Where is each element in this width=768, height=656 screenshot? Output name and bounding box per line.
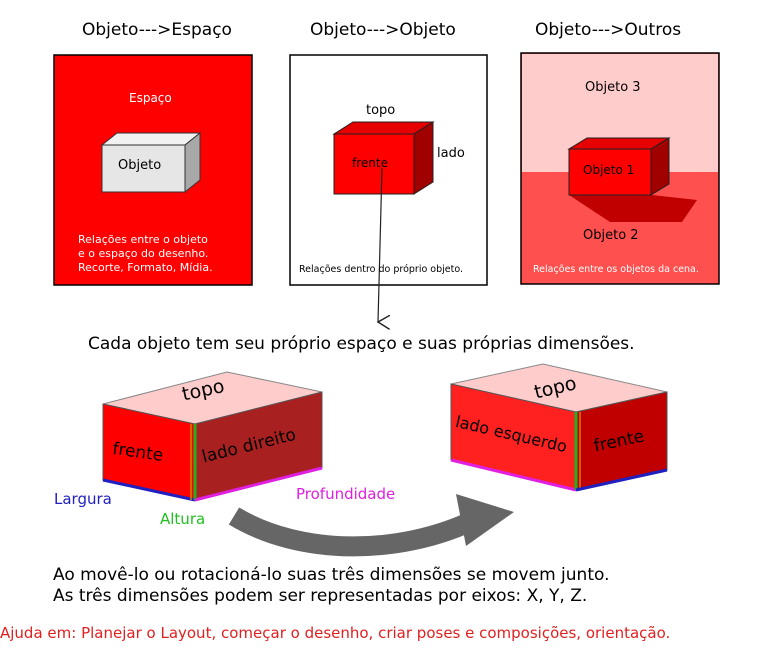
object-box-p1 (100, 131, 202, 194)
bottom-line-1: Ao movê-lo ou rotacioná-lo suas três dim… (53, 565, 610, 585)
panel-2-caption: Relações dentro do próprio objeto. (299, 264, 464, 275)
depth-edge-left (194, 466, 323, 502)
bottom-explanation: Ao movê-lo ou rotacioná-lo suas três dim… (53, 565, 609, 607)
top-label: topo (366, 103, 396, 118)
bottom-line-2: As três dimensões podem ser representada… (53, 586, 588, 606)
panel-2-title: Objeto--->Objeto (310, 20, 456, 40)
object-shadow (569, 195, 697, 222)
panel-3-caption: Relações entre os objetos da cena. (533, 264, 699, 275)
object-2-label: Objeto 2 (583, 228, 639, 243)
object-3-label: Objeto 3 (585, 80, 641, 95)
object-box-p2 (332, 121, 435, 195)
rotation-arrow (228, 494, 514, 557)
width-edge-right (575, 468, 668, 492)
width-edge-left (102, 478, 196, 502)
panel-3-title: Objeto--->Outros (535, 20, 682, 40)
object-1-label: Objeto 1 (583, 163, 635, 177)
box-right (450, 363, 668, 492)
space-label: Espaço (129, 91, 172, 105)
depth-edge-right (450, 458, 577, 492)
panel-1-title: Objeto--->Espaço (82, 20, 232, 40)
front-label: frente (352, 156, 388, 170)
height-label: Altura (160, 510, 206, 528)
footer-help: Ajuda em: Planejar o Layout, começar o d… (0, 624, 671, 642)
side-label: lado (437, 146, 465, 161)
object-label: Objeto (118, 158, 162, 173)
width-label: Largura (54, 490, 112, 508)
middle-statement: Cada objeto tem seu próprio espaço e sua… (88, 334, 635, 354)
panel-1-caption: Relações entre o objeto e o espaço do de… (78, 233, 213, 274)
object-box-p3 (567, 137, 671, 196)
depth-label: Profundidade (296, 485, 396, 503)
box-left (102, 371, 323, 502)
pointer-arrow (378, 167, 382, 322)
